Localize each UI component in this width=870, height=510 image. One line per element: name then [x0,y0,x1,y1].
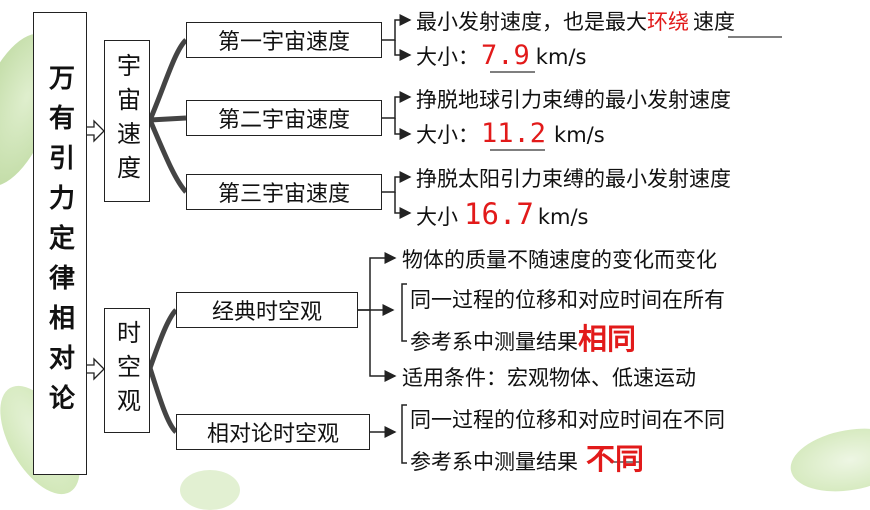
spacetime-label: 时空观 [112,319,141,422]
classical-measure-red: 相同 [578,322,637,356]
second-size: 大小：11.2 km/s [416,118,605,149]
first-size-label: 大小： [416,45,479,69]
relativistic-line1: 同一过程的位移和对应时间在不同 [410,408,725,432]
relativistic-line2-text: 参考系中测量结果 [410,450,578,474]
first-size-value: 7.9 [481,40,530,71]
classical-item-measure-line1: 同一过程的位移和对应时间在所有 [410,288,725,312]
classical-measure-text: 参考系中测量结果 [410,330,578,354]
second-desc: 挣脱地球引力束缚的最小发射速度 [416,88,731,112]
cosmic-velocity-box: 宇宙速度 [104,40,150,202]
classical-item-condition: 适用条件：宏观物体、低速运动 [402,366,696,390]
third-size-label: 大小 [416,205,458,229]
classical-item-mass: 物体的质量不随速度的变化而变化 [402,248,717,272]
third-cosmic-velocity-title: 第三宇宙速度 [217,182,350,207]
relativistic-spacetime-title: 相对论时空观 [206,422,339,447]
connector-lines [85,14,782,464]
cosmic-velocity-label: 宇宙速度 [112,53,141,189]
root-label: 万有引力定律相对论 [44,63,75,424]
first-cosmic-velocity-title: 第一宇宙速度 [217,30,350,55]
second-size-unit: km/s [554,123,605,147]
second-cosmic-velocity-box: 第二宇宙速度 [186,100,382,136]
relativistic-line2: 参考系中测量结果不同 [410,436,644,478]
first-desc: 最小发射速度，也是最大环绕速度 [416,6,735,36]
first-size-unit: km/s [535,45,587,69]
root-box: 万有引力定律相对论 [33,12,87,475]
second-size-value: 11.2 [481,118,547,149]
third-size-unit: km/s [537,205,589,229]
first-desc-red: 环绕 [647,10,689,34]
second-size-label: 大小： [416,123,479,147]
relativistic-spacetime-box: 相对论时空观 [176,414,370,450]
relativistic-red: 不同 [586,442,645,476]
third-cosmic-velocity-box: 第三宇宙速度 [186,174,382,210]
classical-item-measure-line2: 参考系中测量结果相同 [410,316,636,358]
classical-spacetime-box: 经典时空观 [176,292,358,328]
third-size-value: 16.7 [464,197,534,231]
second-cosmic-velocity-title: 第二宇宙速度 [217,108,350,133]
first-desc-suffix: 速度 [693,10,735,34]
third-desc: 挣脱太阳引力束缚的最小发射速度 [416,167,731,191]
spacetime-box: 时空观 [104,308,150,433]
first-desc-prefix: 最小发射速度，也是最大 [416,10,647,34]
classical-spacetime-title: 经典时空观 [211,300,322,325]
first-cosmic-velocity-box: 第一宇宙速度 [186,22,382,58]
